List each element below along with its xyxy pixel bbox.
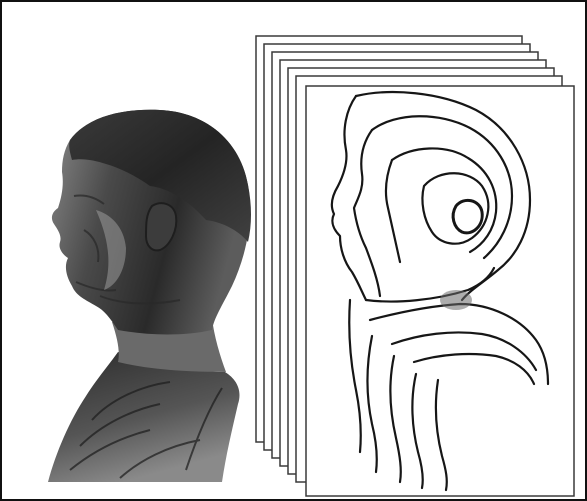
bust-image [48, 110, 251, 482]
contour-shadow [440, 290, 472, 310]
slice-stack [256, 36, 574, 496]
